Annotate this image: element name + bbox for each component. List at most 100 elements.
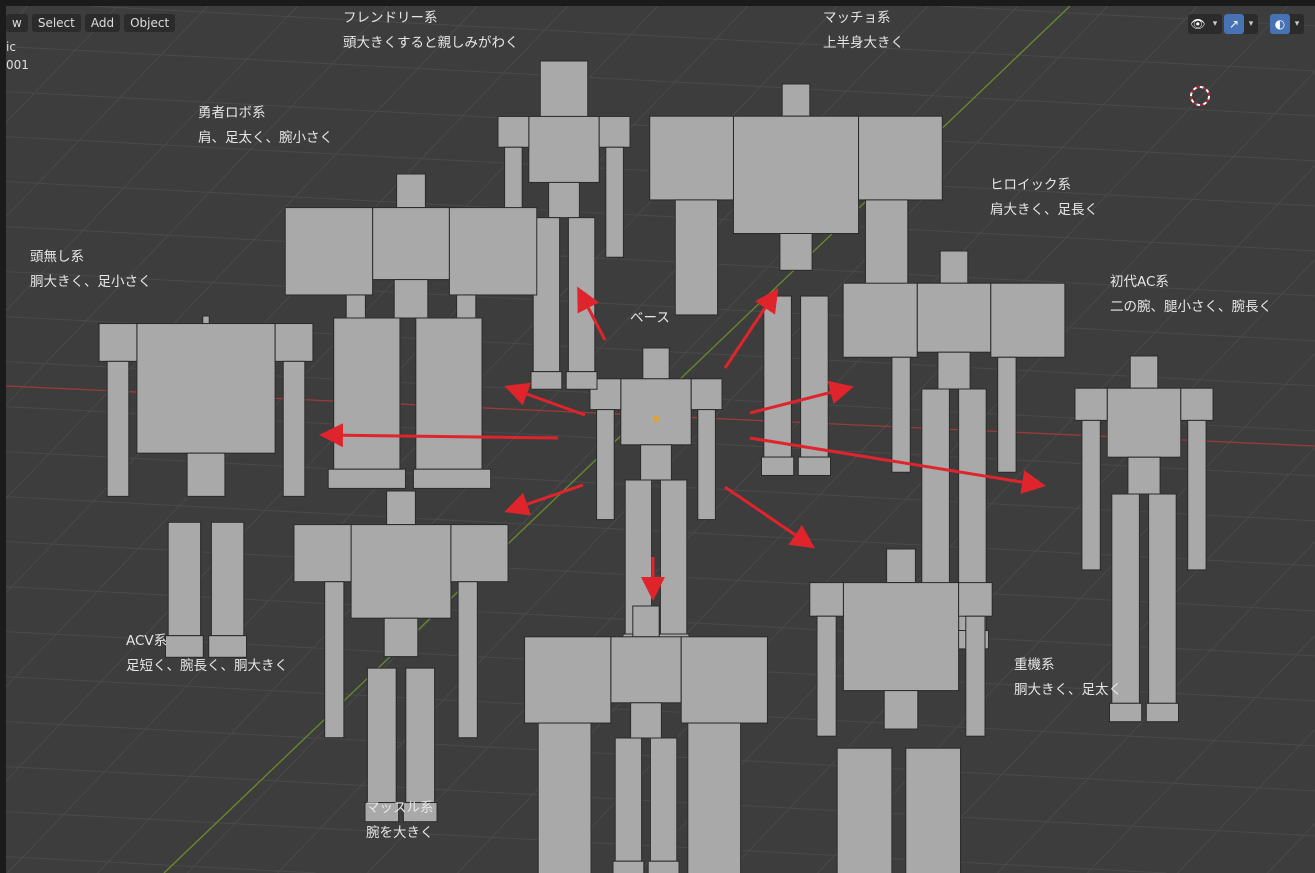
robot-part [598, 115, 631, 148]
annotation-headless: 頭無し系胴大きく、足小さく [30, 245, 152, 295]
overlay-dropdown[interactable]: ◐▾ [1270, 14, 1304, 34]
grid-line [939, 6, 1315, 27]
gizmo-icon: ↗ [1224, 14, 1244, 34]
robot-part [680, 636, 768, 724]
menu-object[interactable]: Object [124, 14, 176, 32]
robot-part [396, 173, 426, 209]
annotation-desc: 上半身大きく [823, 35, 904, 51]
robot-headless [98, 315, 314, 658]
grid-line [6, 271, 1315, 342]
robot-part [1111, 493, 1140, 704]
robot-part [1127, 456, 1161, 495]
robot-part [809, 582, 844, 617]
robot-part [412, 468, 492, 489]
annotation-desc: 胴大きく、足小さく [30, 274, 152, 290]
robot-part [402, 802, 438, 823]
robot-part [620, 378, 692, 446]
robot-part [816, 615, 837, 737]
robot-part [640, 444, 672, 481]
robot-part [958, 582, 993, 617]
robot-part [659, 479, 688, 635]
annotation-friendly: フレンドリー系頭大きくすると親しみがわく [343, 6, 519, 56]
grid-line [6, 856, 317, 873]
red-arrow [577, 286, 607, 341]
grid-line [1177, 729, 1315, 873]
robot-part [797, 456, 831, 476]
annotation-desc: 足短く、腕長く、胴大きく [126, 658, 288, 674]
annotation-title: 頭無し系 [30, 249, 84, 265]
overlay-icon: ◐ [1270, 14, 1290, 34]
annotation-macho: マッチョ系上半身大きく [823, 6, 904, 56]
robot-part [916, 282, 992, 353]
robot-part [524, 636, 612, 724]
robot-part [690, 378, 723, 411]
annotation-heavy: 重機系胴大きく、足太く [1014, 653, 1122, 703]
robot-part [842, 582, 960, 692]
robot-part [565, 371, 598, 390]
robot-part [605, 146, 624, 258]
robot-part [1180, 387, 1214, 421]
robot-part [965, 615, 986, 737]
robot-part [324, 581, 345, 739]
robot-part [293, 524, 352, 583]
robot-part [1074, 387, 1108, 421]
robot-part [1187, 419, 1207, 571]
robot-part [282, 360, 306, 497]
gizmo-dropdown[interactable]: ↗▾ [1224, 14, 1258, 34]
robot-part [596, 409, 615, 521]
annotation-base: ベース [630, 306, 670, 331]
grid-line [727, 259, 1315, 873]
robot-part [448, 207, 538, 296]
robot-part [530, 371, 563, 390]
red-arrow [749, 436, 1046, 494]
visibility-dropdown[interactable]: 👁▾ [1188, 14, 1222, 34]
menu-add[interactable]: Add [84, 14, 121, 32]
robot-part [333, 317, 401, 470]
red-arrow [724, 485, 815, 549]
cursor-ring [1190, 86, 1210, 106]
annotation-acv: ACV系足短く、腕長く、胴大きく [126, 629, 288, 679]
red-arrow [504, 382, 586, 417]
robot-part [842, 282, 918, 358]
robot-part [612, 860, 645, 873]
robot-part [697, 409, 716, 521]
annotation-title: 初代AC系 [1110, 274, 1169, 290]
robot-part [1129, 355, 1159, 389]
annotation-title: マッスル系 [366, 800, 434, 816]
robot-part [836, 747, 893, 873]
robot-part [106, 360, 130, 497]
robot-part [858, 115, 943, 201]
robot-part [779, 233, 813, 271]
robot-part [1145, 702, 1180, 723]
robot-part [800, 295, 829, 458]
annotation-title: マッチョ系 [823, 10, 891, 26]
menu-view[interactable]: w [6, 14, 28, 32]
robot-part [136, 323, 276, 454]
robot-ac1 [1074, 355, 1214, 723]
red-arrow [723, 288, 779, 369]
robot-part [548, 181, 580, 219]
robot-part [372, 207, 450, 281]
annotation-title: ベース [630, 310, 670, 326]
robot-part [415, 317, 483, 470]
robot-part [763, 295, 792, 458]
robot-part [990, 282, 1066, 358]
robot-part [210, 521, 245, 637]
grid-line [6, 6, 389, 406]
grid-line [1267, 823, 1315, 873]
annotation-desc: 肩、足太く、腕小さく [198, 130, 333, 146]
robot-part [405, 667, 436, 804]
annotation-title: ACV系 [126, 633, 168, 649]
robot-part [1148, 493, 1177, 704]
robot-part [781, 83, 811, 117]
robot-part [610, 636, 682, 704]
grid-line [907, 447, 1315, 873]
red-arrow [504, 483, 584, 516]
robot-part [537, 722, 592, 873]
robot-part [997, 356, 1017, 473]
robot-part [732, 115, 860, 234]
robot-part [905, 747, 962, 873]
3d-viewport[interactable]: w Select Add Object ic 001 👁▾ ↗▾ ◐▾ フレンド… [6, 6, 1315, 873]
menu-select[interactable]: Select [31, 14, 81, 32]
chevron-down-icon: ▾ [1248, 19, 1254, 29]
